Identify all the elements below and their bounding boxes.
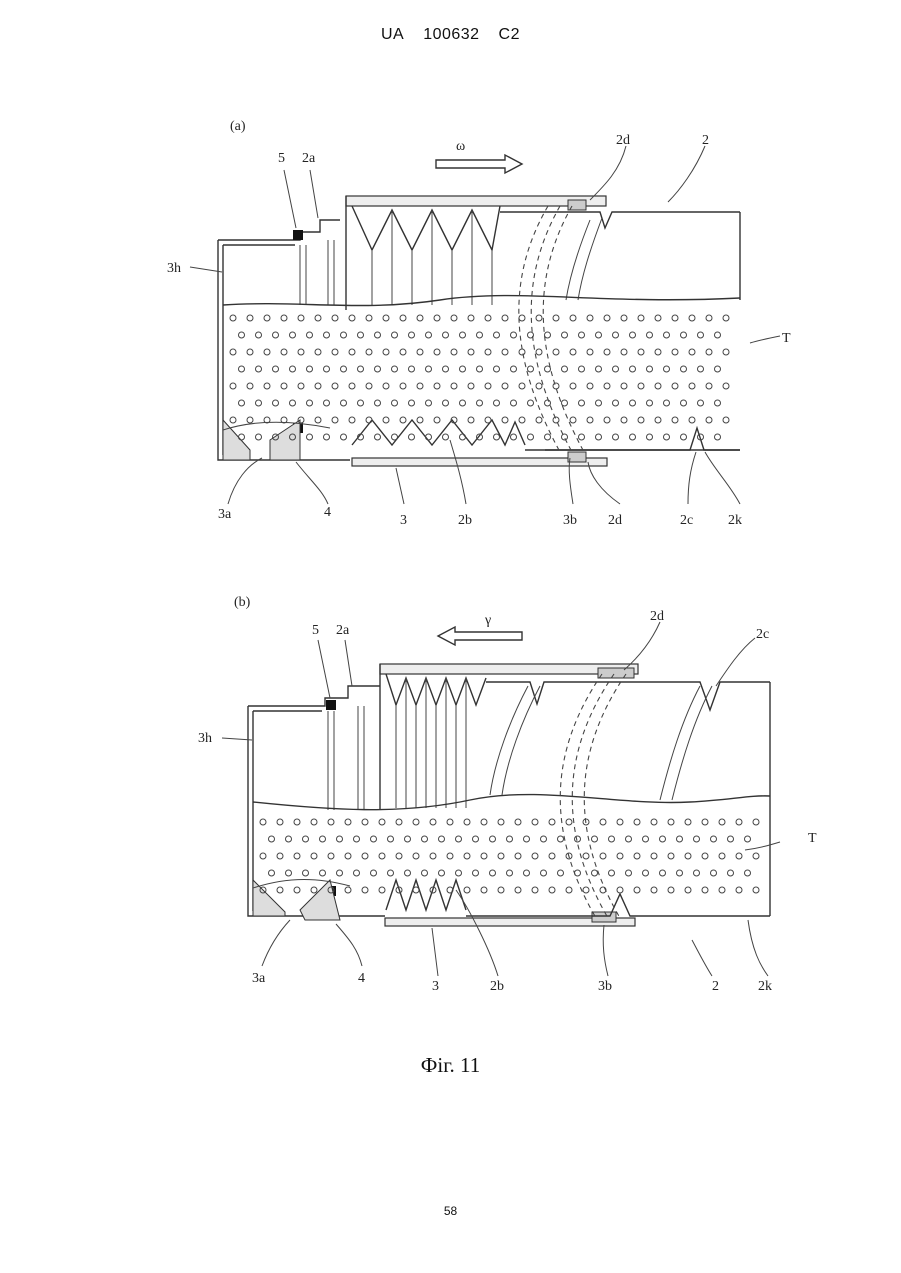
part-label-2k: 2k (758, 979, 772, 994)
part-label-2b: 2b (490, 979, 504, 994)
part-label-4: 4 (324, 505, 331, 520)
header-kind: C2 (499, 26, 520, 43)
panel-label-b: (b) (234, 595, 251, 610)
part-label-5: 5 (312, 623, 319, 638)
part-label-T: T (782, 331, 791, 346)
seal-marker-icon (293, 230, 303, 240)
part-label-2k: 2k (728, 513, 742, 528)
part-label-4: 4 (358, 971, 365, 986)
toner-particles (260, 819, 759, 893)
outer-sleeve (346, 196, 607, 466)
part-label-2b: 2b (458, 513, 472, 528)
part-label-2d: 2d (650, 609, 664, 624)
part-label-2: 2 (702, 133, 709, 148)
arrow-label-gamma: γ (484, 613, 491, 628)
helical-guide-dashed (519, 206, 584, 452)
part-label-5: 5 (278, 151, 285, 166)
part-label-3: 3 (400, 513, 407, 528)
part-label-3h: 3h (198, 731, 212, 746)
figure-a: (a) ω (0, 100, 901, 530)
seal-marker-icon (326, 700, 336, 710)
part-label-2d-top: 2d (616, 133, 630, 148)
direction-arrow-icon (436, 155, 522, 173)
part-label-2d-bottom: 2d (608, 513, 622, 528)
panel-label-a: (a) (230, 119, 246, 134)
page-number: 58 (0, 1204, 901, 1218)
right-tube (500, 212, 740, 450)
bellows-bottom (352, 420, 525, 445)
fluid-surface (253, 795, 770, 810)
header-country: UA (381, 26, 404, 43)
part-label-3a: 3a (218, 507, 232, 522)
figure-b: (b) γ (0, 580, 901, 1000)
part-label-3b: 3b (598, 979, 612, 994)
toner-particles (230, 315, 729, 440)
fluid-surface (223, 296, 740, 306)
part-label-3h: 3h (167, 261, 181, 276)
bellows-top (386, 674, 486, 705)
header-number: 100632 (423, 26, 479, 43)
part-label-2a: 2a (336, 623, 350, 638)
part-label-2c: 2c (756, 627, 769, 642)
part-label-2: 2 (712, 979, 719, 994)
left-chamber (218, 220, 350, 460)
bellows-bottom (386, 880, 466, 910)
bellows-top (352, 206, 500, 250)
arrow-label-omega: ω (456, 139, 465, 154)
figure-caption: Фіг. 11 (0, 1053, 901, 1078)
patent-header: UA 100632 C2 (0, 26, 901, 44)
part-label-3b: 3b (563, 513, 577, 528)
part-label-3: 3 (432, 979, 439, 994)
part-label-3a: 3a (252, 971, 266, 986)
part-label-2c: 2c (680, 513, 693, 528)
part-label-2a: 2a (302, 151, 316, 166)
direction-arrow-icon (438, 627, 522, 645)
part-label-T: T (808, 831, 817, 846)
